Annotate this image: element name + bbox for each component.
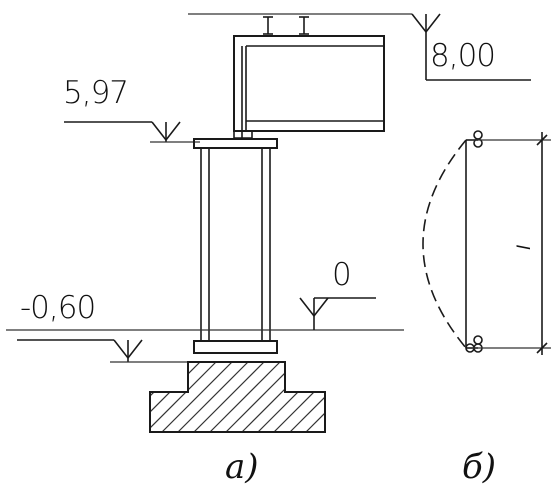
level-marker-support: 5,97 — [63, 75, 200, 143]
level-label-support: 5,97 — [63, 75, 128, 111]
level-marker-base: -0,60 — [17, 290, 188, 363]
foundation — [149, 361, 326, 433]
level-marker-ground: 0 — [6, 257, 404, 331]
caption-b: б) — [462, 447, 496, 487]
beam — [233, 16, 385, 139]
buckling-scheme: l — [422, 130, 551, 355]
level-marker-top: 8,00 — [188, 13, 531, 81]
length-label: l — [514, 245, 535, 250]
caption-a: а) — [225, 447, 259, 487]
level-label-ground: 0 — [332, 257, 351, 293]
level-label-base: -0,60 — [20, 290, 95, 326]
column — [193, 138, 278, 354]
level-label-top: 8,00 — [430, 38, 495, 74]
